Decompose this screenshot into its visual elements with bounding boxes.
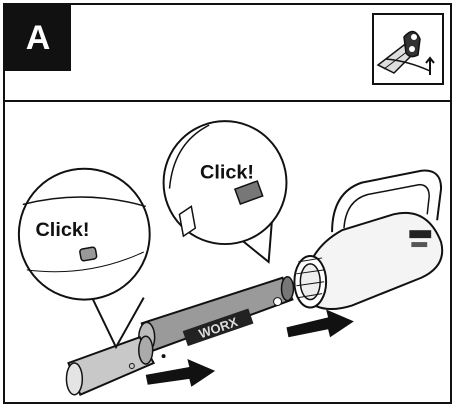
click-label-left: Click!	[36, 219, 90, 241]
step-letter-badge: A	[5, 5, 71, 71]
arrow-right-icon	[145, 359, 216, 387]
blower-body	[293, 169, 444, 311]
blower-tube: WORX	[138, 276, 295, 359]
arrow-right-icon	[286, 309, 354, 338]
release-button-left	[79, 246, 98, 262]
release-button-right	[233, 180, 264, 206]
panel-header: A	[5, 5, 450, 102]
click-label-right: Click!	[200, 162, 254, 184]
tube-logo	[182, 308, 254, 347]
magnifier-callout-icon: Click!	[162, 120, 288, 264]
magnifier-callout-icon: Click!	[17, 167, 151, 350]
instruction-panel: A	[3, 3, 452, 404]
blower-assembly-illustration: WORX Click!	[17, 120, 444, 397]
blower-nozzle	[65, 335, 156, 397]
thumbnail-icon	[372, 13, 444, 85]
brand-label-body	[409, 230, 432, 239]
